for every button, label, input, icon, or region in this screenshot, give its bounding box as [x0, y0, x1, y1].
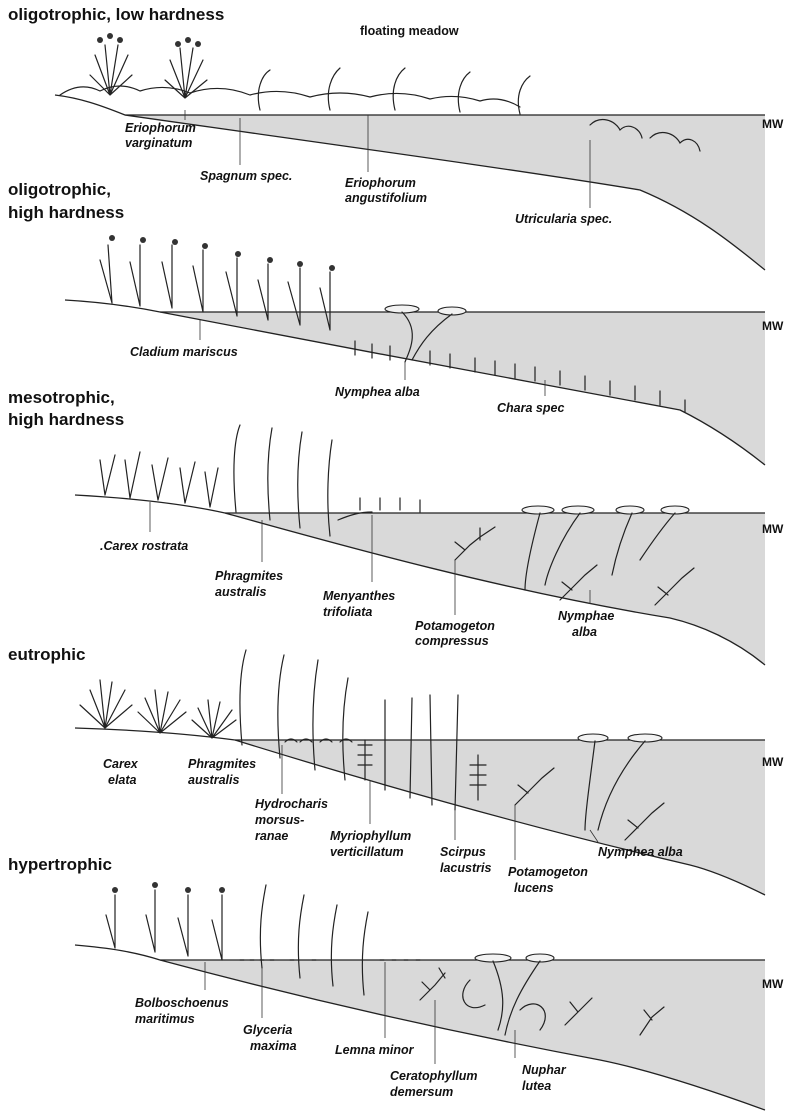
species-label: Hydrocharis [255, 797, 328, 811]
species-label: Nymphea alba [335, 385, 420, 399]
mw-marker: MW [762, 522, 784, 536]
species-label: Menyanthes [323, 589, 395, 603]
species-label: demersum [390, 1085, 453, 1099]
species-label: Ceratophyllum [390, 1069, 478, 1083]
section-title-line2: high hardness [8, 410, 124, 429]
species-label: Phragmites [215, 569, 283, 583]
species-label: australis [188, 773, 239, 787]
species-label: alba [572, 625, 597, 639]
species-label: lucens [514, 881, 554, 895]
carex-rostrata-icon [100, 452, 218, 507]
species-label: Spagnum spec. [200, 169, 292, 183]
section-oligotrophic-low-hardness: oligotrophic, low hardness floating mead… [8, 5, 784, 270]
species-label: Eriophorum [125, 121, 196, 135]
species-label: .Carex rostrata [100, 539, 188, 553]
species-label: morsus- [255, 813, 304, 827]
species-label: varginatum [125, 136, 192, 150]
mw-marker: MW [762, 977, 784, 991]
section-title: hypertrophic [8, 855, 112, 874]
section-title: eutrophic [8, 645, 85, 664]
species-label: maritimus [135, 1012, 195, 1026]
species-label: lutea [522, 1079, 551, 1093]
section-oligotrophic-high-hardness: oligotrophic, high hardness MW Cladium m… [8, 180, 784, 465]
water-body [160, 312, 765, 465]
species-label: angustifolium [345, 191, 427, 205]
species-label: australis [215, 585, 266, 599]
floating-meadow-mat [60, 86, 520, 107]
species-label: compressus [415, 634, 489, 648]
section-eutrophic: eutrophic MW Carex elata Phragmites aust… [8, 645, 784, 895]
mw-marker: MW [762, 117, 784, 131]
floating-meadow-note: floating meadow [360, 24, 459, 38]
bolboschoenus-icon [106, 882, 225, 960]
species-label: Potamogeton [415, 619, 495, 633]
species-label: Glyceria [243, 1023, 292, 1037]
mw-marker: MW [762, 319, 784, 333]
section-title: oligotrophic, low hardness [8, 5, 224, 24]
species-label: Nymphae [558, 609, 614, 623]
water-body [125, 115, 765, 270]
species-label: Phragmites [188, 757, 256, 771]
species-label: trifoliata [323, 605, 372, 619]
species-label: Bolboschoenus [135, 996, 229, 1010]
species-label: verticillatum [330, 845, 404, 859]
species-label: Cladium mariscus [130, 345, 238, 359]
species-label: Carex [103, 757, 139, 771]
mw-marker: MW [762, 755, 784, 769]
species-label: Utricularia spec. [515, 212, 612, 226]
species-label: Lemna minor [335, 1043, 415, 1057]
section-title-line1: oligotrophic, [8, 180, 111, 199]
section-hypertrophic: hypertrophic MW Bolboschoenus maritimus … [8, 855, 784, 1110]
species-label: maxima [250, 1039, 297, 1053]
species-label: lacustris [440, 861, 491, 875]
species-label: Nuphar [522, 1063, 567, 1077]
species-label: Scirpus [440, 845, 486, 859]
species-label: Potamogeton [508, 865, 588, 879]
section-title-line1: mesotrophic, [8, 388, 115, 407]
species-label: Myriophyllum [330, 829, 411, 843]
section-title-line2: high hardness [8, 203, 124, 222]
species-label: Chara spec [497, 401, 564, 415]
species-label: elata [108, 773, 137, 787]
section-mesotrophic-high-hardness: mesotrophic, high hardness MW .Carex ros… [8, 388, 784, 665]
species-label: Nymphea alba [598, 845, 683, 859]
species-label: ranae [255, 829, 288, 843]
species-label: Eriophorum [345, 176, 416, 190]
cotton-grass-stems-icon [258, 68, 530, 114]
